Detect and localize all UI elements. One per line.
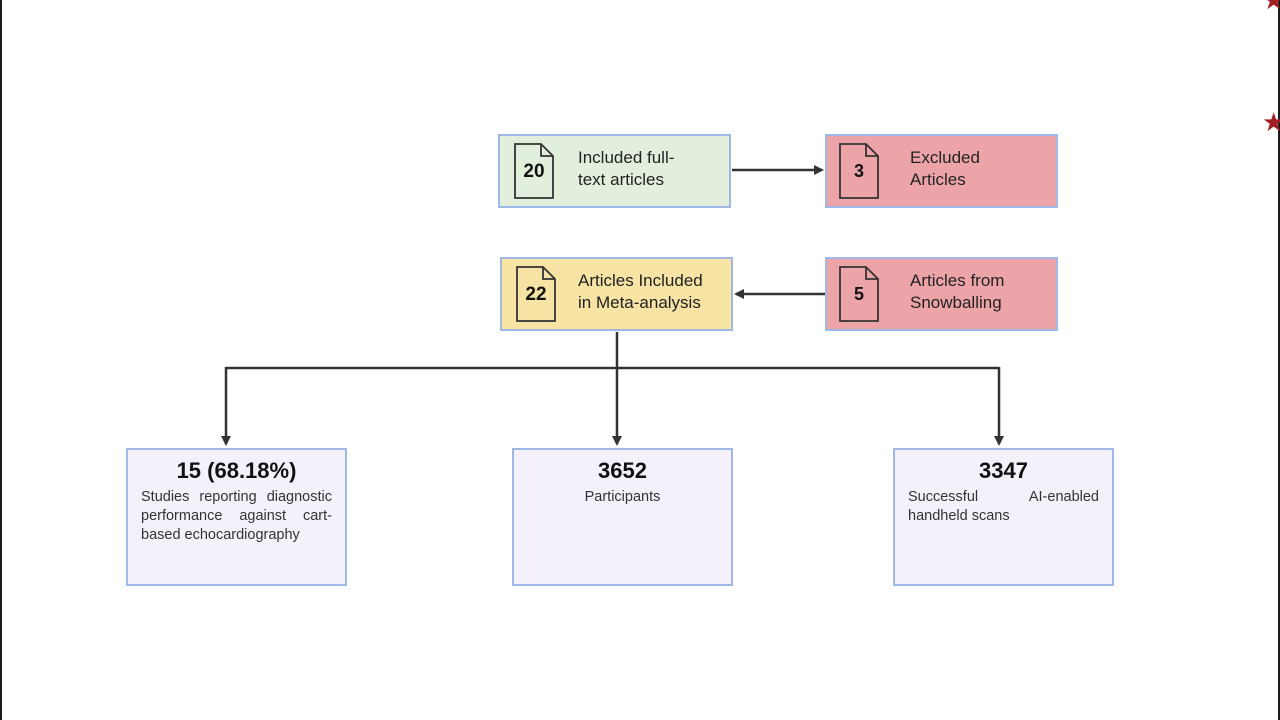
scans-description: Successful AI-enabled handheld scans [908,489,1099,524]
scans-outcome-box: 3347 Successful AI-enabled handheld scan… [893,448,1114,586]
studies-outcome-box: 15 (68.18%) Studies reporting diagnostic… [126,448,347,586]
snowballing-box: 5 Articles from Snowballing [825,257,1058,331]
scans-value: 3347 [979,458,1028,483]
participants-description: Participants [584,489,661,505]
document-icon: 20 [513,142,555,200]
full-text-articles-box: 20 Included full- text articles [498,134,731,208]
participants-value: 3652 [598,458,647,483]
excluded-count: 3 [853,161,864,181]
full-text-label-1: Included full- [578,148,675,167]
meta-count: 22 [525,284,547,305]
meta-label-2: in Meta-analysis [578,293,701,312]
snowball-label-1: Articles from [910,271,1005,290]
document-icon: 3 [838,142,880,200]
excluded-label-2: Articles [910,170,966,189]
studies-description: Studies reporting diagnostic performance… [141,489,332,543]
star-icon: ★ [1262,0,1280,16]
meta-analysis-box: 22 Articles Included in Meta-analysis [500,257,733,331]
excluded-label-1: Excluded [910,148,980,167]
document-icon: 5 [838,265,880,323]
participants-outcome-box: 3652 Participants [512,448,733,586]
full-text-label-2: text articles [578,170,664,189]
studies-value: 15 (68.18%) [176,458,297,483]
snowball-count: 5 [853,284,864,304]
star-icon: ★ [1262,108,1280,138]
document-icon: 22 [515,265,557,323]
snowball-label-2: Snowballing [910,293,1002,312]
left-border [0,0,2,720]
right-border [1278,0,1280,720]
excluded-articles-box: 3 Excluded Articles [825,134,1058,208]
full-text-count: 20 [523,161,545,182]
meta-label-1: Articles Included [578,271,703,290]
